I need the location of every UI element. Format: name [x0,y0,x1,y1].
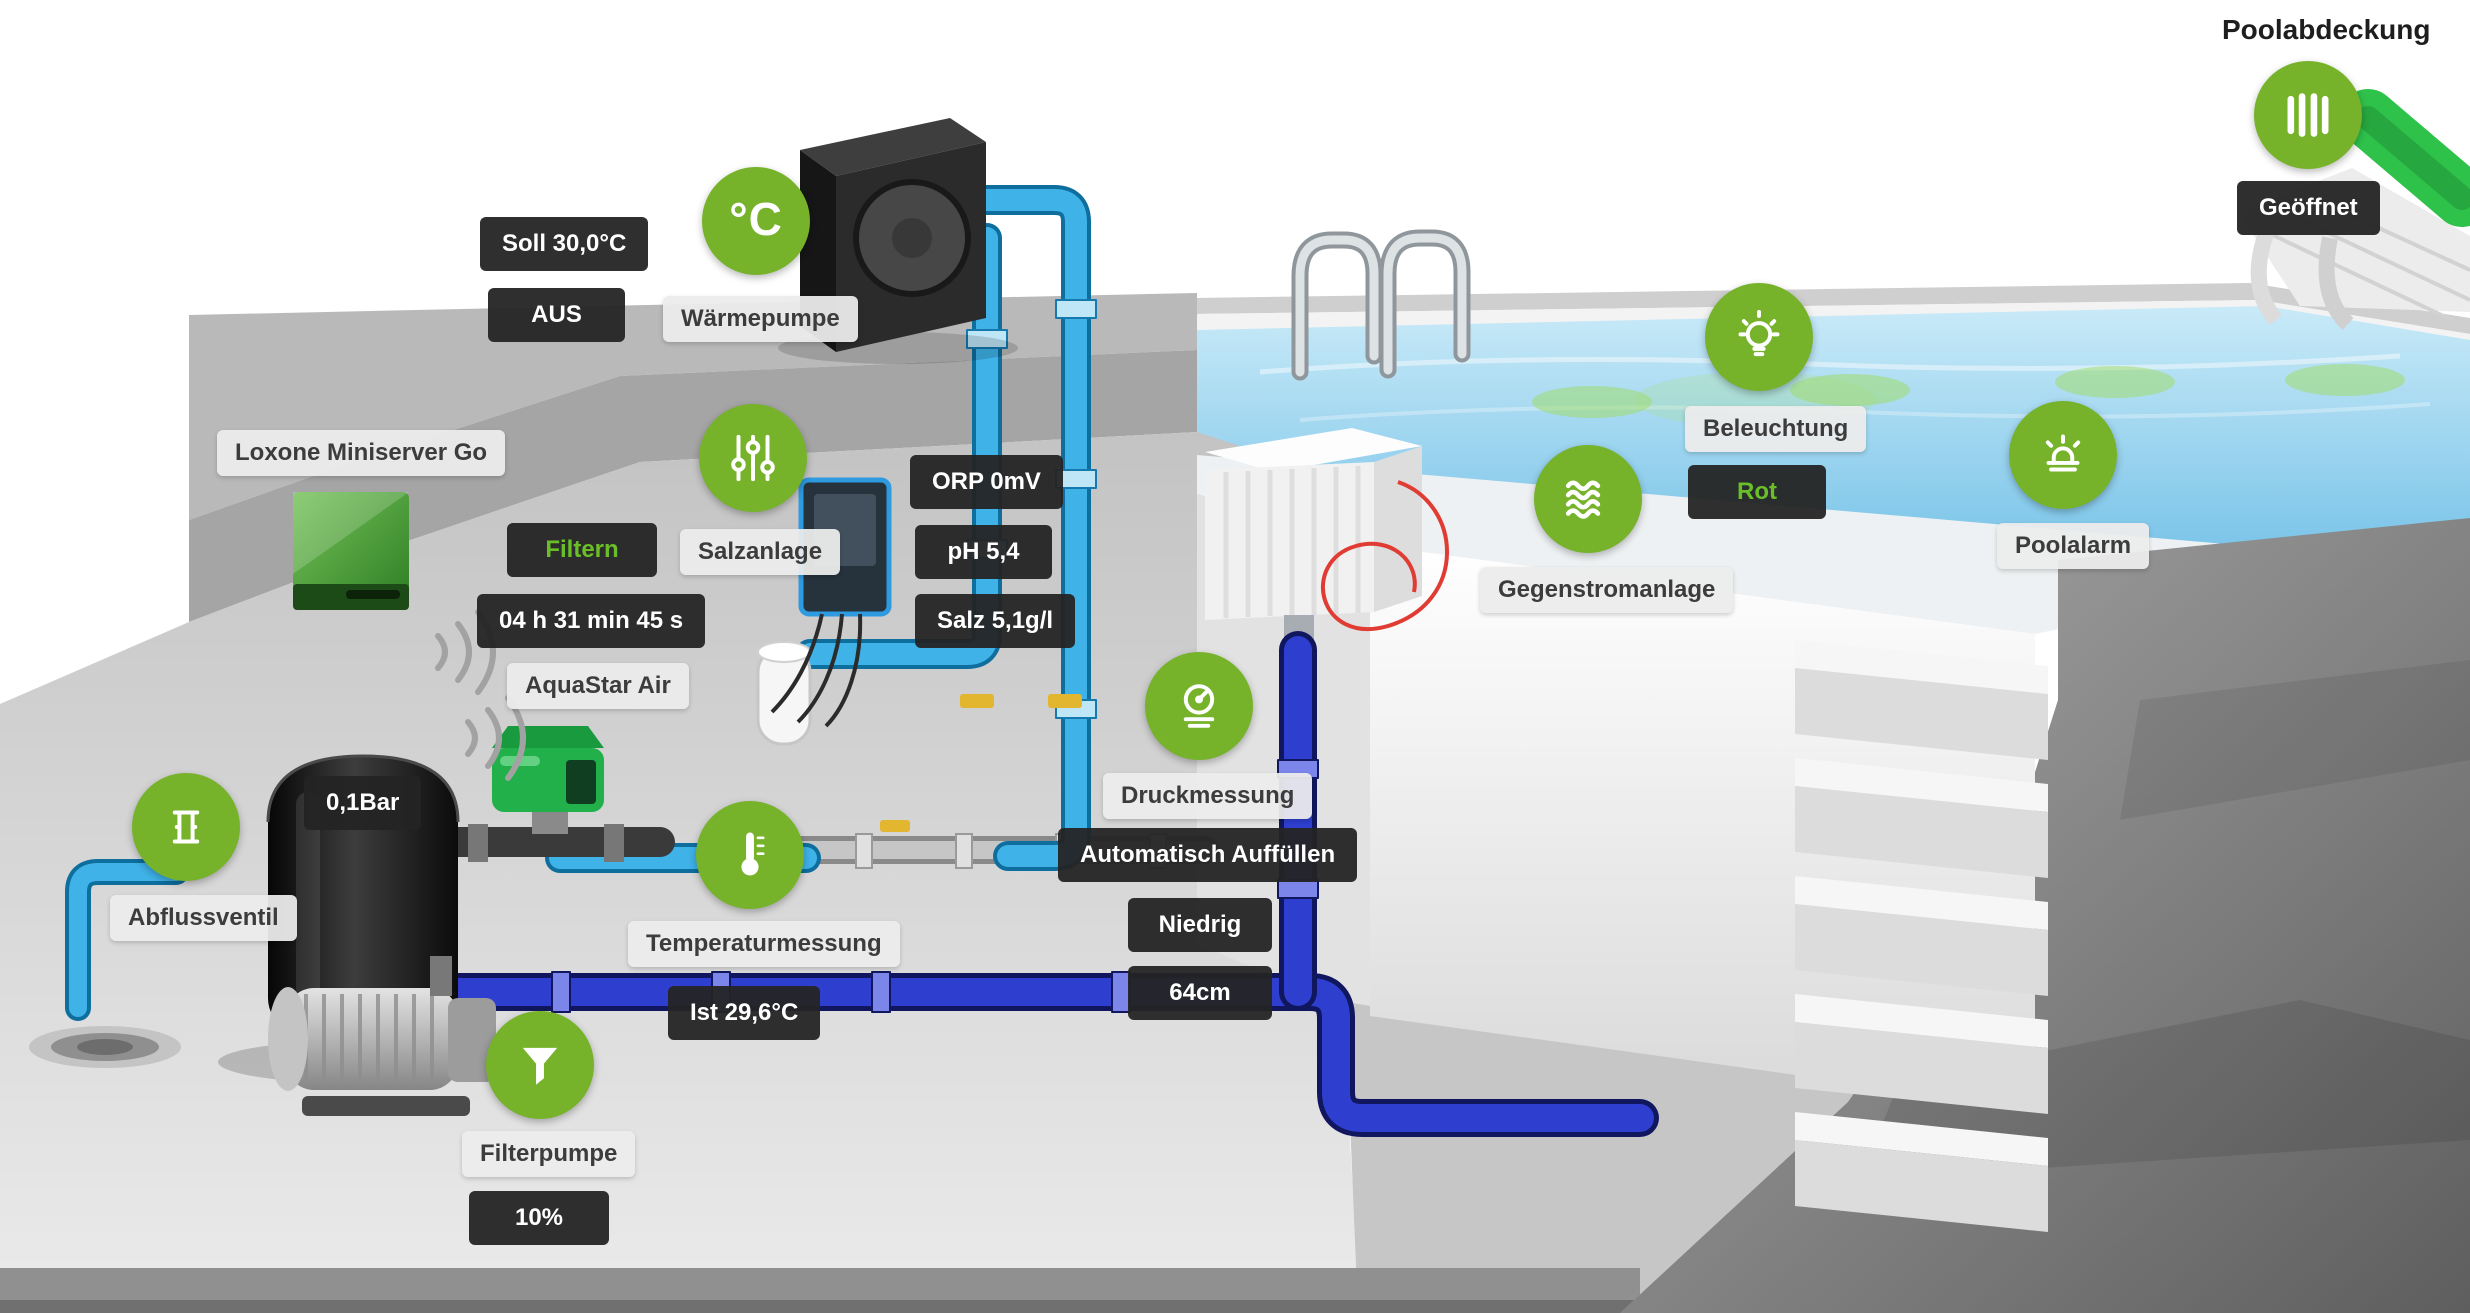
pressure-mode-badge[interactable]: Automatisch Auffüllen [1058,828,1358,882]
pool-cover-title: Poolabdeckung [2222,14,2431,45]
skimmer-box [1205,428,1449,663]
salt-system-label-chip: Salzanlage [680,529,841,575]
heat-pump-state-badge[interactable]: AUS [488,288,625,342]
salt-system-button[interactable] [699,404,807,512]
filter-pump-label-chip: Filterpumpe [462,1131,636,1177]
salt-system-mode-badge[interactable]: Filtern [507,523,657,577]
dark-blue-pipes [401,631,1659,1137]
pool-alarm-button[interactable] [2009,401,2117,509]
orp-value-badge[interactable]: ORP 0mV [910,455,1063,509]
equipment-ledge [189,293,1197,622]
filter-housing-cylinder [756,641,812,746]
celsius-icon: °C [729,193,783,245]
pool-cover-roller [2238,89,2470,330]
controller-label-chip: AquaStar Air [507,663,689,709]
drain-valve-pressure-badge[interactable]: 0,1Bar [304,776,422,830]
pressure-button[interactable] [1145,652,1253,760]
salt-system-runtime-badge[interactable]: 04 h 31 min 45 s [477,594,706,648]
temperature-actual-badge[interactable]: Ist 29,6°C [668,986,821,1040]
pool-wall-and-stairs [1370,545,2048,1232]
counter-current-label-chip: Gegenstromanlage [1480,567,1734,613]
lighting-color-badge[interactable]: Rot [1688,465,1826,519]
miniserver-label-chip: Loxone Miniserver Go [217,430,506,476]
pool-cover-icon [2287,93,2329,137]
drain-valve-label-chip: Abflussventil [110,895,297,941]
heat-pump-button[interactable]: °C [702,167,810,275]
beacon-icon [2045,434,2081,472]
salt-value-badge[interactable]: Salz 5,1g/l [915,594,1076,648]
pressure-label-chip: Druckmessung [1103,773,1313,819]
pool-cover-button[interactable] [2254,61,2362,169]
miniserver-device [293,492,409,610]
pool-alarm-label-chip: Poolalarm [1997,523,2150,569]
thermometer-icon [741,832,765,876]
floor-drain [29,1026,181,1068]
lighting-button[interactable] [1705,283,1813,391]
bulb-icon [1738,309,1780,357]
heat-pump-label-chip: Wärmepumpe [663,296,858,342]
heat-pump-setpoint-badge[interactable]: Soll 30,0°C [480,217,649,271]
funnel-icon [522,1047,558,1085]
lighting-label-chip: Beleuchtung [1685,406,1867,452]
filter-pump-motor [268,956,496,1116]
filter-pump-speed-badge[interactable]: 10% [469,1191,609,1245]
waves-icon [1565,480,1601,519]
water-level-badge[interactable]: 64cm [1128,966,1272,1020]
counter-current-button[interactable] [1534,445,1642,553]
ph-value-badge[interactable]: pH 5,4 [915,525,1052,579]
temperature-button[interactable] [696,801,804,909]
pipe-valve-icon [172,810,200,844]
sliders-icon [731,434,775,482]
pool-ladder [1291,229,1471,381]
gauge-icon [1183,684,1215,728]
pool-cover-state-badge[interactable]: Geöffnet [2237,181,2380,235]
drain-valve-button[interactable] [132,773,240,881]
temperature-label-chip: Temperaturmessung [628,921,900,967]
pressure-state-badge[interactable]: Niedrig [1128,898,1272,952]
filter-pump-button[interactable] [486,1011,594,1119]
